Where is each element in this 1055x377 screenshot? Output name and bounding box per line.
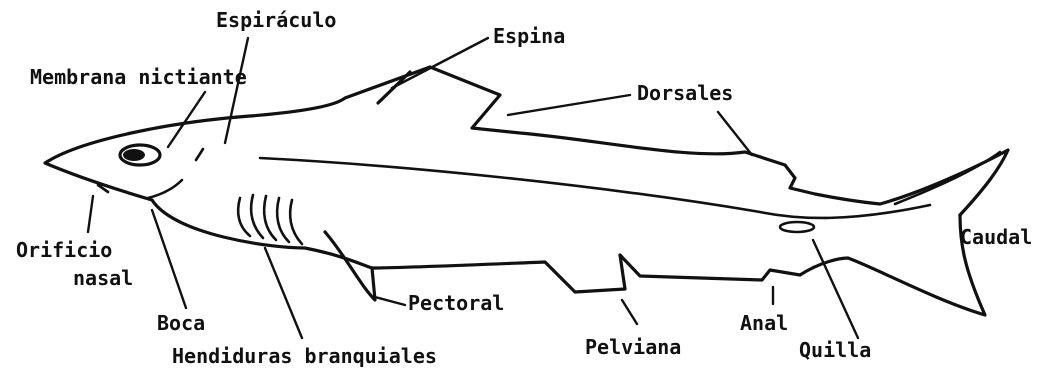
leader-hendiduras xyxy=(265,248,302,338)
gill-slits xyxy=(238,195,302,244)
leader-dorsales-1 xyxy=(508,95,630,115)
label-dorsales: Dorsales xyxy=(637,81,733,105)
label-hendiduras-branquiales: Hendiduras branquiales xyxy=(172,344,437,368)
label-membrana-nictiante: Membrana nictiante xyxy=(30,65,247,89)
label-anal: Anal xyxy=(740,311,788,335)
label-espina: Espina xyxy=(493,24,565,48)
shark-upper-outline xyxy=(45,67,1008,215)
leader-espina xyxy=(392,38,488,88)
label-quilla: Quilla xyxy=(799,338,871,362)
leader-quilla xyxy=(813,240,858,338)
label-pelviana: Pelviana xyxy=(585,335,681,359)
keel xyxy=(780,222,814,232)
eye-pupil xyxy=(123,149,145,161)
leader-pectoral xyxy=(375,297,405,305)
shark-drawing xyxy=(45,67,1008,315)
label-caudal: Caudal xyxy=(960,225,1032,249)
leader-dorsales-2 xyxy=(718,112,752,155)
label-orificio-nasal-1: Orificio xyxy=(16,238,112,262)
lateral-line xyxy=(260,158,930,218)
mouth xyxy=(148,180,182,198)
spiracle xyxy=(196,149,203,160)
leader-pelviana xyxy=(622,300,637,324)
leader-espiraculo xyxy=(225,38,248,143)
leader-membrana xyxy=(168,92,205,147)
labels: Espiráculo Espina Membrana nictiante Dor… xyxy=(16,8,1032,368)
label-espiraculo: Espiráculo xyxy=(216,8,336,32)
label-pectoral: Pectoral xyxy=(408,291,504,315)
label-orificio-nasal-2: nasal xyxy=(73,266,133,290)
leader-boca xyxy=(152,210,186,308)
label-boca: Boca xyxy=(157,311,205,335)
leader-orificio xyxy=(88,196,93,232)
